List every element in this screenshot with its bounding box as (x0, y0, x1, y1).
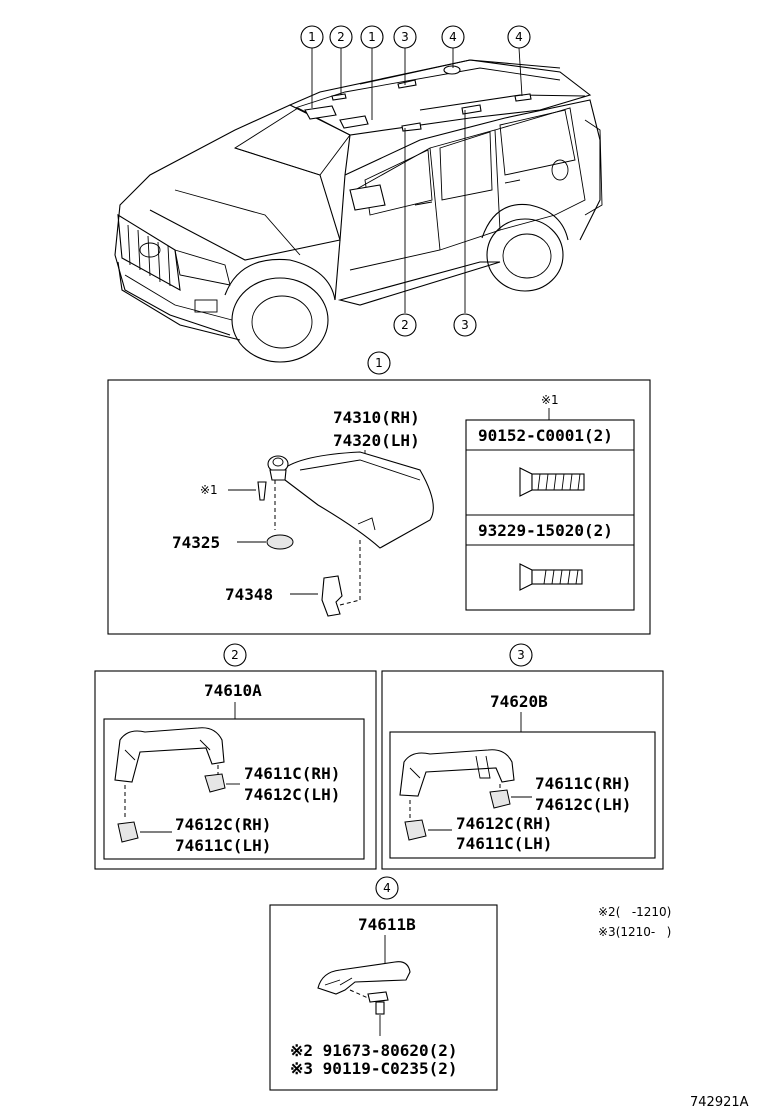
panel-assist-grip-2: 2 74610A 74611C(RH) 74612C(LH) 74612C(RH… (94, 643, 377, 870)
panel-assist-grip-4: 4 74611B ※2 91673-80620(2) ※3 90119-C023… (269, 876, 498, 1091)
svg-text:2: 2 (401, 318, 409, 332)
grip3-part (399, 749, 515, 797)
diagram-id: 742921A (690, 1095, 749, 1110)
callout-2a: 2 (329, 25, 353, 49)
grip2-cap-b-line2: 74611C(LH) (175, 836, 271, 855)
screw-box-note: ※1 (541, 393, 559, 407)
screw2-part (519, 563, 583, 591)
visor-lh-label: 74320(LH) (333, 431, 420, 450)
callout-1b: 1 (360, 25, 384, 49)
svg-text:3: 3 (461, 318, 469, 332)
callout-4b: 4 (507, 25, 531, 49)
svg-text:4: 4 (449, 30, 457, 44)
svg-text:4: 4 (383, 881, 391, 895)
visor-holder-part (266, 534, 294, 550)
grip3-cap-upper (489, 789, 511, 809)
sun-visor-part (281, 451, 434, 549)
grip4-part (317, 961, 411, 995)
grip2-assembly-label: 74610A (204, 681, 262, 700)
grip2-cap-lower (117, 821, 139, 843)
holder-label: 74325 (172, 533, 220, 552)
svg-text:4: 4 (515, 30, 523, 44)
callout-4a: 4 (441, 25, 465, 49)
svg-text:1: 1 (375, 356, 383, 370)
callout-2b: 2 (393, 313, 417, 337)
grip3-cap-b-line2: 74611C(LH) (456, 834, 552, 853)
grip4-bolt1-label: ※2 91673-80620(2) (290, 1041, 458, 1060)
panel-sun-visor: 1 74310(RH) 74320(LH) ※1 74325 74348 ※1 (107, 351, 651, 635)
callout-1a: 1 (300, 25, 324, 49)
grip4-bolt2-label: ※3 90119-C0235(2) (290, 1059, 458, 1078)
svg-text:2: 2 (231, 648, 239, 662)
svg-text:1: 1 (308, 30, 316, 44)
grip2-cap-upper (204, 773, 226, 793)
grip3-cap-lower (404, 819, 427, 841)
legend-note-2: ※2( -1210) (598, 905, 671, 919)
svg-text:2: 2 (337, 30, 345, 44)
visor-rh-label: 74310(RH) (333, 408, 420, 427)
panel3-callout: 3 (509, 643, 533, 667)
grip2-cap-a-line1: 74611C(RH) (244, 764, 340, 783)
svg-text:3: 3 (517, 648, 525, 662)
screw1-label: 90152-C0001(2) (478, 426, 613, 445)
callout-leaders (311, 47, 523, 313)
grip4-assembly-label: 74611B (358, 915, 416, 934)
grip3-cap-a-line2: 74612C(LH) (535, 795, 631, 814)
screw2-label: 93229-15020(2) (478, 521, 613, 540)
panel-assist-grip-3: 3 74620B 74611C(RH) 74612C(LH) 74612C(RH… (381, 643, 664, 870)
svg-text:1: 1 (368, 30, 376, 44)
grip2-cap-b-line1: 74612C(RH) (175, 815, 271, 834)
grip2-cap-a-line2: 74612C(LH) (244, 785, 340, 804)
visor-clip-part (321, 575, 343, 617)
callout-3b: 3 (453, 313, 477, 337)
screw1-part (519, 467, 585, 497)
panel2-callout: 2 (223, 643, 247, 667)
visor-screw-note: ※1 (200, 483, 218, 497)
callout-3a: 3 (393, 25, 417, 49)
legend-note-3: ※3(1210- ) (598, 925, 671, 939)
grip3-cap-a-line1: 74611C(RH) (535, 774, 631, 793)
grip2-part (114, 727, 225, 783)
grip4-bolt (367, 991, 389, 1015)
panel4-callout: 4 (375, 876, 399, 900)
clip-label: 74348 (225, 585, 273, 604)
grip3-cap-b-line1: 74612C(RH) (456, 814, 552, 833)
svg-text:3: 3 (401, 30, 409, 44)
vehicle-illustration (114, 59, 603, 363)
grip3-assembly-label: 74620B (490, 692, 548, 711)
panel1-callout: 1 (367, 351, 391, 375)
